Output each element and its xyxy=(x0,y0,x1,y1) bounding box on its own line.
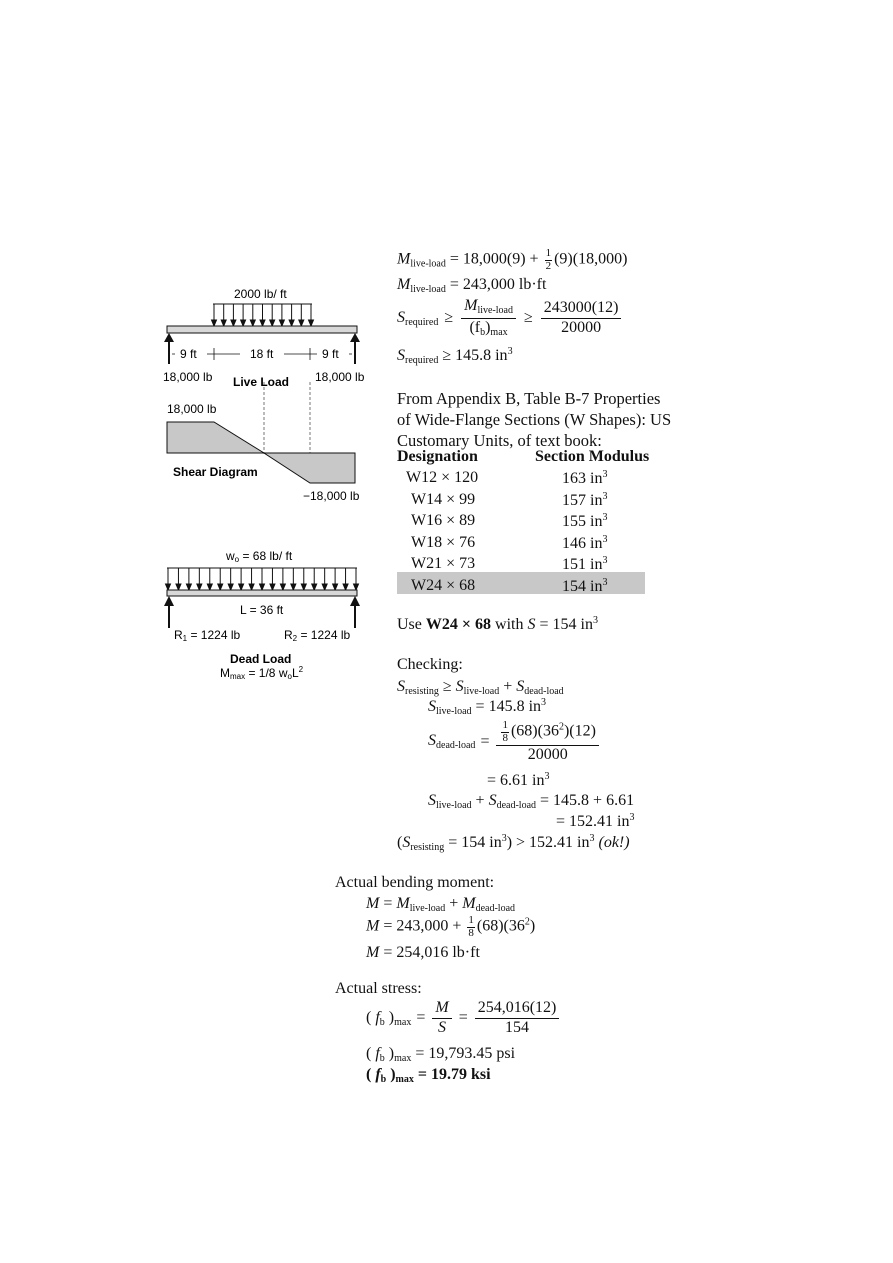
dead-load-arrow-head xyxy=(175,583,182,592)
load-arrow-head xyxy=(278,319,286,328)
dead-load-arrow-head xyxy=(321,583,328,592)
dead-load-arrow-head xyxy=(258,583,266,592)
load-arrow-head xyxy=(210,319,218,328)
table-header-designation: Designation xyxy=(397,448,478,465)
dead-load-caption: Dead Load xyxy=(230,652,291,666)
load-arrow-head xyxy=(239,319,247,328)
live-load-label: 2000 lb/ ft xyxy=(234,287,287,301)
load-arrow-head xyxy=(268,319,276,328)
shear-bottom-label: −18,000 lb xyxy=(303,489,360,503)
table-row: W24 × 68 xyxy=(411,576,476,594)
checking-sum: Slive-load + Sdead-load = 145.8 + 6.61 xyxy=(428,792,635,811)
dead-load-arrow-head xyxy=(279,583,287,592)
dead-span-label: L = 36 ft xyxy=(240,603,284,617)
dead-load-arrow-head xyxy=(248,583,255,592)
table-cell-modulus: 146 in3 xyxy=(562,533,608,552)
dead-left-support-arrow xyxy=(164,596,174,628)
table-row: W12 × 120 xyxy=(406,469,479,486)
load-arrow-head xyxy=(307,319,315,328)
s-required-result: Srequired ≥ 145.8 in3 xyxy=(397,346,513,366)
dead-beam xyxy=(166,589,358,597)
appendix-text: From Appendix B, Table B-7 Properties of… xyxy=(397,389,672,450)
table-cell-modulus: 157 in3 xyxy=(562,490,608,509)
m-live-eq2: Mlive-load = 243,000 lb·ft xyxy=(397,276,547,295)
reaction-right: 18,000 lb xyxy=(315,370,365,384)
span-left: 9 ft xyxy=(180,347,197,361)
table-cell-modulus: 163 in3 xyxy=(562,469,608,487)
dead-load-arrow-head xyxy=(342,583,349,592)
dead-right-support-arrow xyxy=(350,596,360,628)
checking-title: Checking: xyxy=(397,656,463,673)
dead-load-arrow-head xyxy=(331,583,339,592)
dead-load-arrow-head xyxy=(227,583,234,592)
bending-eq1: M = Mlive-load + Mdead-load xyxy=(366,895,516,914)
dead-load-arrow-head xyxy=(237,583,245,592)
load-arrow-head xyxy=(288,319,295,328)
table-cell-modulus: 154 in3 xyxy=(562,576,608,595)
checking-sum-result: = 152.41 in3 xyxy=(556,812,635,830)
bending-eq3: M = 254,016 lb·ft xyxy=(366,944,480,961)
s-required-eq: Srequired ≥ Mlive-load (fb)max ≥ 243000(… xyxy=(397,297,623,338)
selection-line: Use W24 × 68 with S = 154 in3 xyxy=(397,615,598,633)
load-arrow-head xyxy=(220,319,227,328)
dead-load-arrow-head xyxy=(352,583,360,592)
bending-title: Actual bending moment: xyxy=(335,874,495,891)
table-header-modulus: Section Modulus xyxy=(535,448,650,465)
shear-positive-area xyxy=(166,421,266,454)
left-support-arrow xyxy=(164,333,174,364)
dead-load-arrow-head xyxy=(206,583,214,592)
dead-r1-label: R1 = 1224 lb xyxy=(174,628,240,643)
highlighted-row xyxy=(397,572,645,594)
load-arrow-head xyxy=(298,319,305,328)
dead-load-arrow-head xyxy=(300,583,308,592)
checking-dead-result: = 6.61 in3 xyxy=(487,771,550,789)
table-row: W14 × 99 xyxy=(411,490,476,508)
beam xyxy=(166,325,358,334)
load-arrow-head xyxy=(259,319,266,328)
shear-negative-area xyxy=(262,452,356,484)
dead-load-arrow-head xyxy=(269,583,276,592)
dead-load-label: wo = 68 lb/ ft xyxy=(225,549,293,564)
table-cell-modulus: 155 in3 xyxy=(562,512,608,530)
dead-load-arrow-head xyxy=(164,583,172,592)
shear-top-label: 18,000 lb xyxy=(167,402,217,416)
live-load-diagram: 2000 lb/ ft 9 ft 18 ft 9 ft 18,000 lb Li… xyxy=(163,287,365,503)
dead-load-arrow-head xyxy=(290,583,297,592)
table-row: W16 × 89 xyxy=(411,512,476,529)
dead-load-arrow-head xyxy=(310,583,318,592)
stress-eq2: ( fb )max = 19,793.45 psi xyxy=(366,1045,516,1064)
load-arrow-head xyxy=(230,319,237,328)
shear-diagram-title: Shear Diagram xyxy=(173,465,258,479)
reaction-left: 18,000 lb xyxy=(163,370,213,384)
table-row: W21 × 73 xyxy=(411,555,476,572)
span-mid: 18 ft xyxy=(250,347,274,361)
dead-r2-label: R2 = 1224 lb xyxy=(284,628,350,643)
stress-title: Actual stress: xyxy=(335,980,422,997)
dead-load-arrow-head xyxy=(185,583,193,592)
load-arrow-head xyxy=(249,319,257,328)
span-right: 9 ft xyxy=(322,347,339,361)
dead-load-diagram: wo = 68 lb/ ft L = 36 ft R1 = 1224 lb R2… xyxy=(164,549,360,681)
live-load-caption: Live Load xyxy=(233,375,289,389)
dead-load-arrow-head xyxy=(216,583,224,592)
mmax-formula: Mmax = 1/8 woL2 xyxy=(220,665,304,681)
checking-final: (Sresisting = 154 in3) > 152.41 in3 (ok!… xyxy=(397,833,630,853)
checking-eq1: Sresisting ≥ Slive-load + Sdead-load xyxy=(397,678,564,697)
dead-load-arrow-head xyxy=(196,583,203,592)
right-support-arrow xyxy=(350,333,360,364)
stress-eq3: ( fb )max = 19.79 ksi xyxy=(366,1066,491,1085)
table-cell-modulus: 151 in3 xyxy=(562,555,608,573)
checking-eq2: Slive-load = 145.8 in3 xyxy=(428,697,547,717)
table-row: W18 × 76 xyxy=(411,533,476,551)
